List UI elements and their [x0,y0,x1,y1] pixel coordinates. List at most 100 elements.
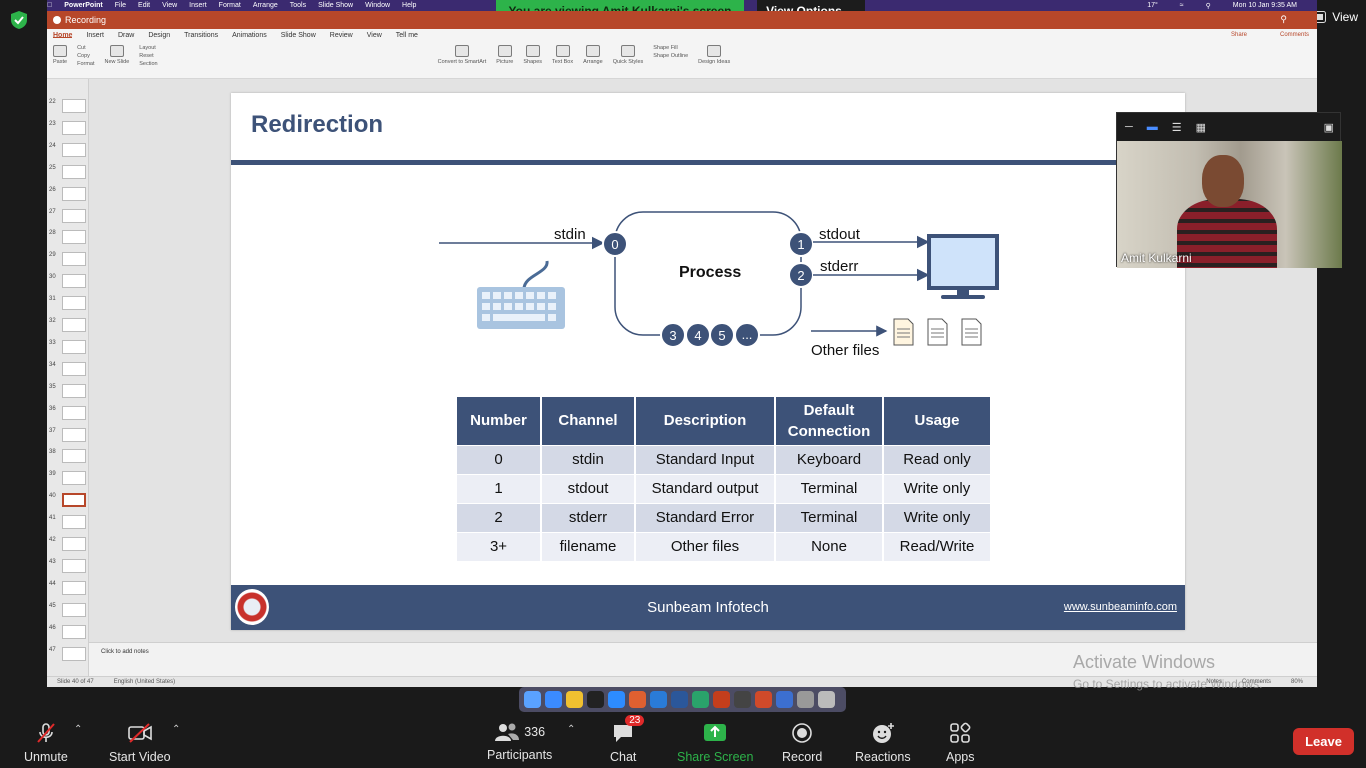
unmute-button[interactable]: Unmute [24,722,68,764]
slide-thumbnail[interactable]: 28 [47,230,89,252]
apple-icon[interactable]:  [47,2,52,9]
paste-button[interactable]: Paste [53,45,67,65]
design-ideas-button[interactable]: Design Ideas [698,45,730,65]
video-options-caret-icon[interactable]: ⌃ [172,724,181,735]
slide-thumbnail[interactable]: 34 [47,361,89,384]
view-button[interactable]: View [1310,10,1358,24]
presentation-icon[interactable] [755,691,772,708]
pycharm-icon[interactable] [692,691,709,708]
app-icon[interactable] [776,691,793,708]
zoom-icon[interactable] [608,691,625,708]
slide-thumbnail[interactable]: 41 [47,515,89,537]
slide-thumbnail[interactable]: 30 [47,274,89,296]
terminal-icon[interactable] [587,691,604,708]
status-zoom-level[interactable]: 80% [1290,679,1303,685]
text-box-button[interactable]: Text Box [552,45,573,65]
screenshot-icon[interactable] [734,691,751,708]
slide-thumbnail[interactable]: 23 [47,120,89,143]
menu-app[interactable]: PowerPoint [59,2,103,9]
word-icon[interactable] [671,691,688,708]
search-icon[interactable]: ⚲ [1205,2,1211,10]
finder-icon[interactable] [524,691,541,708]
chat-button[interactable]: 23 Chat [610,715,645,764]
slide-thumbnail[interactable]: 22 [47,99,89,121]
shape-fill-button[interactable]: Shape Fill [653,45,678,51]
tab-insert[interactable]: Insert [86,32,104,39]
tab-tell-me[interactable]: Tell me [395,32,418,39]
participant-video-tile[interactable]: ─ ▬ ☰ ▦ ▣ Amit Kulkarni [1116,112,1342,268]
share-screen-button[interactable]: Share Screen [677,722,753,764]
picture-button[interactable]: Picture [496,45,513,65]
reactions-button[interactable]: Reactions [855,722,911,764]
notes-pane[interactable]: Click to add notes [89,642,1317,676]
slide-thumbnail[interactable]: 37 [47,427,89,450]
slide-thumbnail[interactable]: 26 [47,186,89,209]
slide-thumbnail[interactable]: 38 [47,449,89,471]
slide-thumbnail[interactable]: 36 [47,405,89,428]
tab-slideshow[interactable]: Slide Show [280,32,316,39]
menu-help[interactable]: Help [396,2,416,9]
recording-indicator[interactable]: Recording [53,15,106,25]
leave-button[interactable]: Leave [1293,728,1354,755]
convert-smartart-button[interactable]: Convert to SmartArt [438,45,486,65]
status-comments-button[interactable]: Comments [1241,679,1271,685]
slide-thumbnail[interactable]: 45 [47,602,89,625]
firefox-icon[interactable] [629,691,646,708]
ppt-search-icon[interactable]: ⚲ [1280,14,1287,24]
participants-caret-icon[interactable]: ⌃ [567,724,576,735]
apps-button[interactable]: Apps [946,722,975,764]
reset-button[interactable]: Reset [139,53,154,59]
wifi-icon[interactable]: ≈ [1179,1,1184,9]
shape-outline-button[interactable]: Shape Outline [653,53,689,59]
ribbon-share-button[interactable]: Share [1230,32,1247,38]
chrome-icon[interactable] [566,691,583,708]
audio-options-caret-icon[interactable]: ⌃ [74,724,83,735]
speaker-view-icon[interactable]: ▬ [1146,121,1158,133]
mail-icon[interactable] [545,691,562,708]
quick-styles-button[interactable]: Quick Styles [613,45,643,65]
slide-thumbnail[interactable]: 29 [47,252,89,274]
stack-view-icon[interactable]: ☰ [1171,121,1182,134]
slide-thumbnail[interactable]: 40 [47,493,89,515]
security-shield-icon[interactable] [10,10,28,30]
trash-icon[interactable] [818,691,835,708]
slide-thumbnail[interactable]: 35 [47,383,89,406]
cut-button[interactable]: Cut [77,45,86,51]
preview-icon[interactable] [797,691,814,708]
tab-draw[interactable]: Draw [117,32,135,39]
slide-thumbnail[interactable]: 42 [47,537,89,559]
menu-window[interactable]: Window [359,2,390,9]
tab-view[interactable]: View [366,32,382,39]
status-language[interactable]: English (United States) [113,679,176,685]
menu-format[interactable]: Format [213,2,241,9]
menu-insert[interactable]: Insert [183,2,207,9]
slide-thumbnail[interactable]: 43 [47,558,89,581]
menu-edit[interactable]: Edit [132,2,150,9]
start-video-button[interactable]: Start Video [109,722,171,764]
record-button[interactable]: Record [782,722,822,764]
section-button[interactable]: Section [139,61,158,67]
tab-transitions[interactable]: Transitions [184,32,219,39]
format-painter-button[interactable]: Format [77,61,95,67]
tab-animations[interactable]: Animations [232,32,267,39]
gallery-view-icon[interactable]: ▦ [1195,121,1207,134]
menu-tools[interactable]: Tools [284,2,306,9]
tab-design[interactable]: Design [148,32,171,39]
slide-thumbnail[interactable]: 31 [47,296,89,318]
slide-title[interactable]: Redirection [251,111,384,138]
exit-fullscreen-icon[interactable]: ▣ [1323,121,1334,134]
copy-button[interactable]: Copy [77,53,90,59]
arrange-button[interactable]: Arrange [583,45,603,65]
slide[interactable]: Redirection stdin [231,93,1185,630]
footer-url[interactable]: www.sunbeaminfo.com [1063,601,1177,613]
slide-thumbnail[interactable]: 25 [47,164,89,187]
slide-thumbnail[interactable]: 27 [47,208,89,231]
slide-thumbnail[interactable]: 47 [47,646,89,669]
slide-thumbnail[interactable]: 44 [47,580,89,603]
status-notes-button[interactable]: Notes [1206,679,1222,685]
tab-review[interactable]: Review [329,32,353,39]
ribbon-comments-button[interactable]: Comments [1279,32,1309,38]
new-slide-button[interactable]: New Slide [105,45,129,65]
slide-thumbnail[interactable]: 33 [47,339,89,362]
